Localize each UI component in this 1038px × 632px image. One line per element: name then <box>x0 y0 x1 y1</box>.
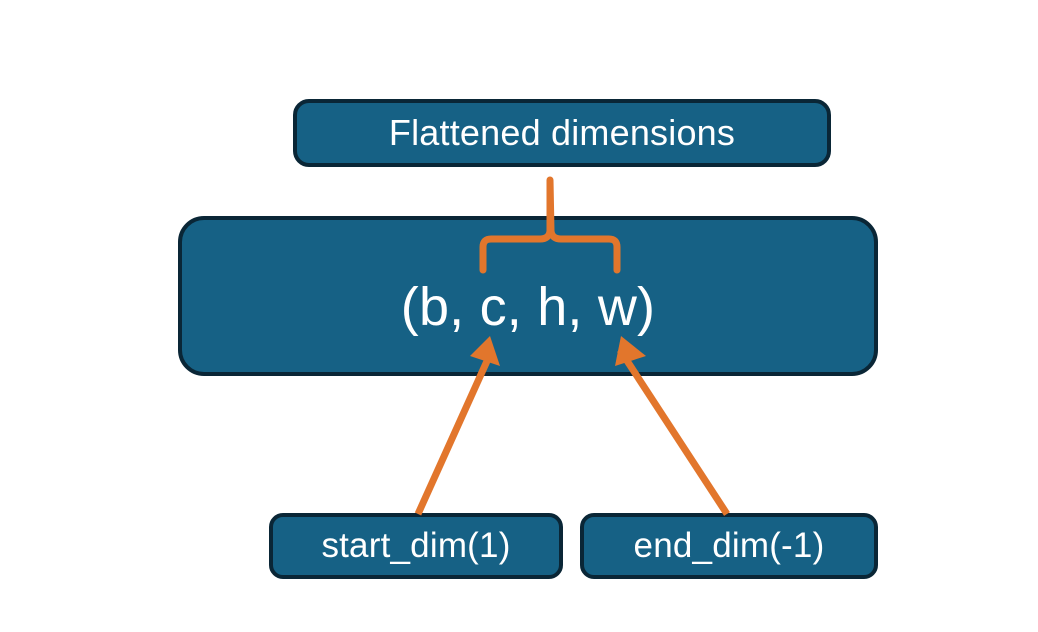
end-dim-label: end_dim(-1) <box>633 526 825 565</box>
flattened-dimensions-label: Flattened dimensions <box>388 112 736 153</box>
flattened-dimensions-box: Flattened dimensions <box>293 99 831 167</box>
tensor-shape-label: (b, c, h, w) <box>400 277 656 337</box>
start-dim-box: start_dim(1) <box>269 513 563 579</box>
tensor-shape-box: (b, c, h, w) <box>178 216 878 376</box>
start-dim-label: start_dim(1) <box>321 526 511 565</box>
end-dim-box: end_dim(-1) <box>580 513 878 579</box>
